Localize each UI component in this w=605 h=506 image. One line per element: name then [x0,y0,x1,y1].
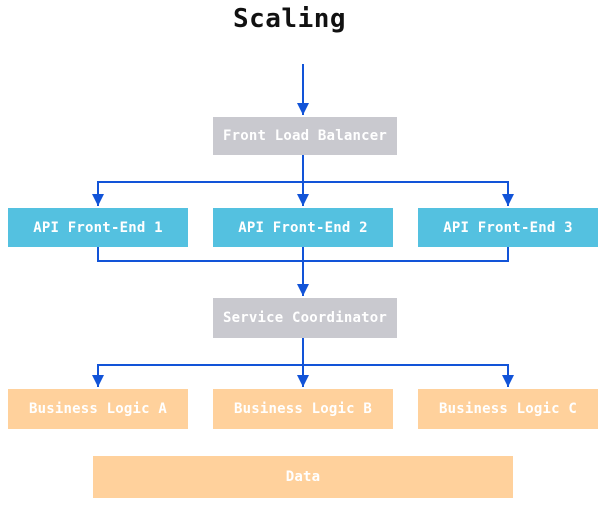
edge-api-front-end-3-to-service-coordinator [303,247,509,262]
node-front-load-balancer-label: Front Load Balancer [223,128,387,144]
node-data-label: Data [285,469,321,485]
edge-service-coordinator-to-business-logic-a [92,338,304,387]
node-api-front-end-2: API Front-End 2 [213,208,393,247]
node-data: Data [93,456,513,498]
node-service-coordinator: Service Coordinator [213,298,397,338]
node-business-logic-c-label: Business Logic C [438,401,578,417]
edge-front-load-balancer-to-api-front-end-1 [92,155,304,206]
node-service-coordinator-label: Service Coordinator [223,310,387,326]
edge-service-coordinator-to-business-logic-c [302,338,514,387]
node-api-front-end-1: API Front-End 1 [8,208,188,247]
node-api-front-end-1-label: API Front-End 1 [33,219,163,236]
diagram-title: Scaling [232,4,347,34]
node-business-logic-b: Business Logic B [213,389,393,429]
node-business-logic-a-label: Business Logic A [28,401,168,417]
node-business-logic-c: Business Logic C [418,389,598,429]
node-api-front-end-2-label: API Front-End 2 [238,219,368,236]
node-front-load-balancer: Front Load Balancer [213,117,397,155]
node-business-logic-a: Business Logic A [8,389,188,429]
edge-front-load-balancer-to-api-front-end-3 [302,155,514,206]
edge-api-front-end-1-to-service-coordinator [97,247,303,262]
node-api-front-end-3-label: API Front-End 3 [443,219,573,236]
node-api-front-end-3: API Front-End 3 [418,208,598,247]
node-business-logic-b-label: Business Logic B [233,401,373,417]
